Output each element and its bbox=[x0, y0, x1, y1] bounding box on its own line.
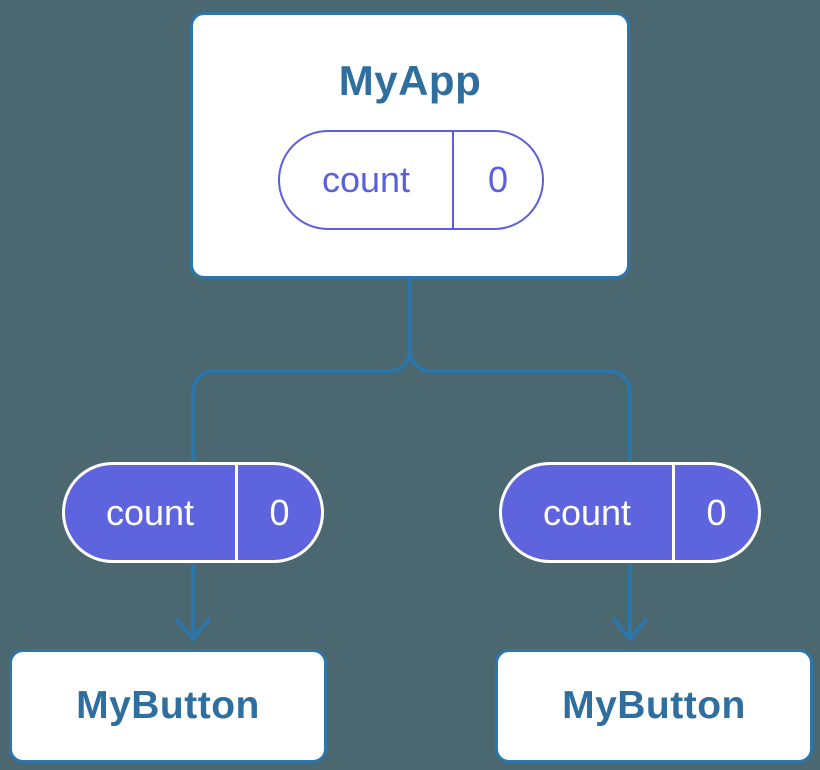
state-pill-right-child: count 0 bbox=[499, 462, 761, 563]
state-name-label: count bbox=[65, 465, 238, 560]
node-mybutton-right-title: MyButton bbox=[562, 684, 746, 727]
node-myapp: MyApp count 0 bbox=[190, 12, 630, 279]
arrowhead-left-icon bbox=[175, 618, 211, 641]
state-pill-root: count 0 bbox=[278, 130, 544, 230]
state-name-label: count bbox=[280, 132, 454, 228]
node-mybutton-left: MyButton bbox=[9, 649, 327, 763]
state-value-label: 0 bbox=[706, 491, 727, 533]
state-value-label: 0 bbox=[487, 159, 509, 200]
state-value-label: 0 bbox=[269, 491, 290, 533]
state-name-label: count bbox=[502, 465, 675, 560]
connector-branch-left bbox=[191, 278, 412, 638]
node-mybutton-left-title: MyButton bbox=[76, 684, 260, 727]
arrowhead-right-icon bbox=[612, 618, 648, 641]
state-pill-left-child: count 0 bbox=[62, 462, 324, 563]
node-mybutton-right: MyButton bbox=[495, 649, 813, 763]
connector-branch-right bbox=[408, 278, 632, 638]
node-myapp-title: MyApp bbox=[338, 57, 482, 104]
